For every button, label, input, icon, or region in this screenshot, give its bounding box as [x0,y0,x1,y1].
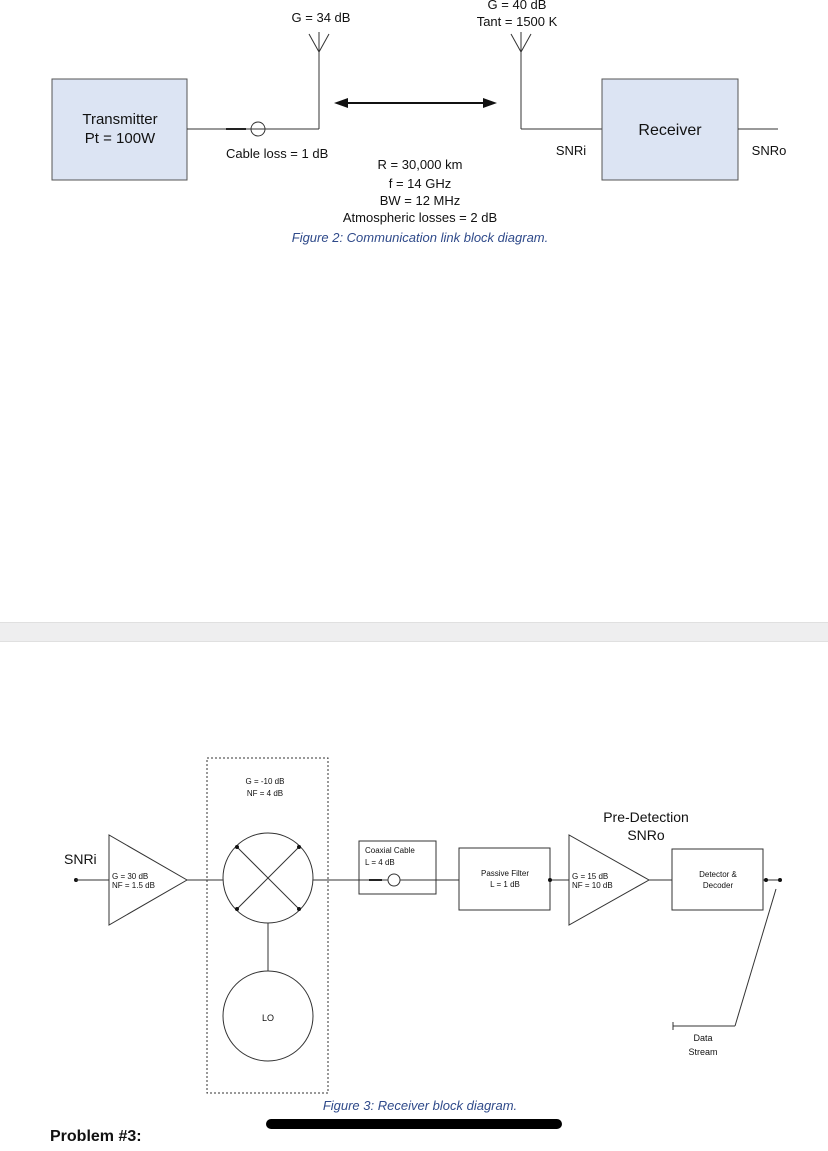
snri-label: SNRi [556,143,586,158]
snri-input-label: SNRi [64,851,97,867]
mixer-dot-2 [297,845,301,849]
mixer-dot-4 [297,907,301,911]
cable-loss-label: Cable loss = 1 dB [226,146,328,161]
filter-loss: L = 1 dB [490,880,520,889]
figure-3-page: SNRi G = 30 dB NF = 1.5 dB G = -10 dB NF… [0,642,828,1146]
detector-decoder-block [671,848,764,911]
stream-label: Stream [688,1047,717,1057]
transmitter-power: Pt = 100W [85,130,156,147]
tx-antenna-icon [308,32,330,53]
bandwidth-label: BW = 12 MHz [380,193,461,208]
snro-label: SNRo [752,143,787,158]
detector-label: Detector & [699,870,737,879]
filter-title: Passive Filter [481,869,529,878]
local-oscillator [222,970,314,1062]
coax-title: Coaxial Cable [365,846,415,855]
communication-link-diagram: G = 34 dB G = 40 dB Tant = 1500 K Transm… [51,0,787,245]
mixer-dot-3 [235,907,239,911]
lna-noise-figure: NF = 1.5 dB [112,881,155,890]
transmitter-label: Transmitter [82,111,157,128]
rx-antenna-temp: Tant = 1500 K [477,14,558,29]
pre-detection-snro: SNRo [627,827,665,843]
output-node-1 [764,878,768,882]
atmospheric-loss-label: Atmospheric losses = 2 dB [343,210,497,225]
passive-filter-block [458,847,551,911]
link-arrow-right-head [483,98,497,108]
filter-output-node [548,878,552,882]
rx-antenna-gain: G = 40 dB [488,0,547,12]
lna-gain: G = 30 dB [112,872,148,881]
coax-loss: L = 4 dB [365,858,395,867]
data-label: Data [693,1033,712,1043]
frequency-label: f = 14 GHz [389,176,452,191]
mixer-group-box [206,757,329,1094]
tx-antenna-gain: G = 34 dB [292,10,351,25]
mixer-cross-b [235,845,301,911]
link-arrow-left-head [334,98,348,108]
output-node-2 [778,878,782,882]
receiver-label: Receiver [638,122,702,139]
figure-2-page: G = 34 dB G = 40 dB Tant = 1500 K Transm… [51,0,787,245]
lna-amplifier [108,834,189,926]
home-indicator[interactable] [266,1119,562,1129]
decoder-label: Decoder [703,881,734,890]
mixer-dot-1 [235,845,239,849]
figure-2-caption: Figure 2: Communication link block diagr… [292,230,549,245]
figure-3-caption: Figure 3: Receiver block diagram. [323,1098,517,1113]
if-amp-gain: G = 15 dB [572,872,608,881]
if-amp-noise-figure: NF = 10 dB [572,881,613,890]
pre-detection-label: Pre-Detection [603,809,689,825]
receiver-block-diagram: SNRi G = 30 dB NF = 1.5 dB G = -10 dB NF… [64,757,782,1113]
if-amplifier [568,834,651,926]
transmitter-block [51,78,188,181]
mixer-noise-figure: NF = 4 dB [247,789,283,798]
problem-heading: Problem #3: [50,1128,142,1145]
lo-label: LO [262,1013,274,1023]
data-stream-switch [734,888,777,1027]
page-separator [0,622,828,642]
coax-loss-symbol [387,873,401,887]
mixer-gain: G = -10 dB [246,777,285,786]
range-label: R = 30,000 km [378,157,463,172]
